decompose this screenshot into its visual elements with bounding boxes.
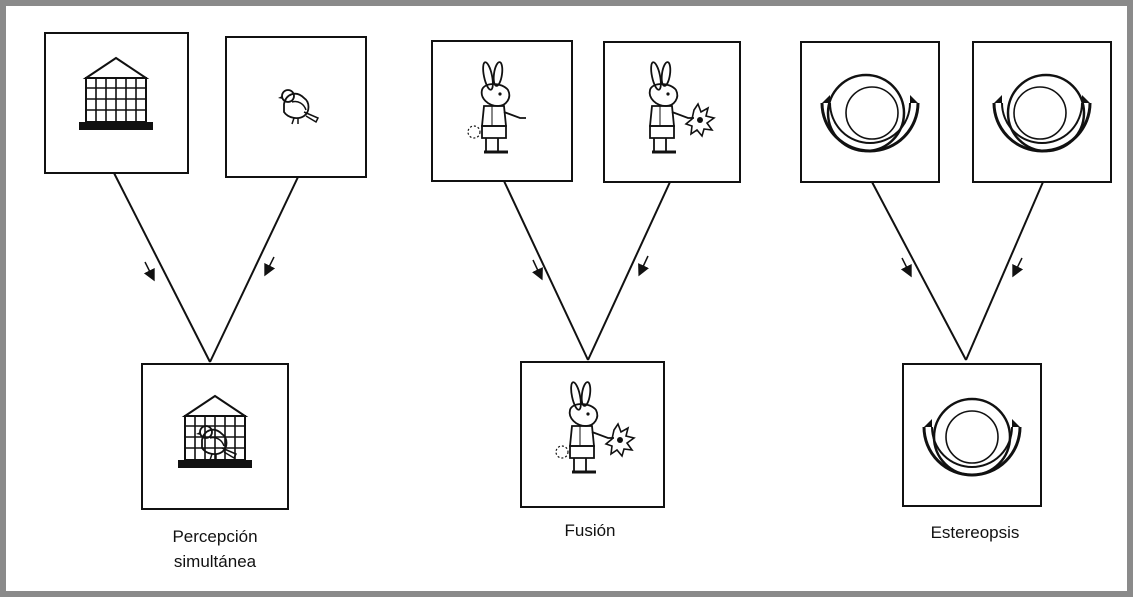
simultaneous-left-box — [44, 32, 189, 174]
bird-in-cage-icon — [177, 395, 253, 469]
stereopsis-right-arrow-icon — [1012, 257, 1024, 278]
flowers-icon — [685, 103, 715, 137]
bird-icon — [277, 89, 319, 125]
panel-fusion — [431, 40, 741, 508]
stereopsis-left-connector — [871, 181, 967, 361]
simultaneous-result-box — [141, 363, 289, 510]
rabbit-complete-icon — [567, 379, 616, 474]
caption-stereopsis: Estereopsis — [905, 520, 1045, 545]
ring-left-icon — [820, 73, 920, 153]
rabbit-with-tail-icon — [479, 59, 528, 154]
caption-simultaneous-line-1: Percepción — [172, 527, 258, 546]
caption-simultaneous: Percepción simultánea — [140, 524, 290, 574]
fusion-left-box — [431, 40, 573, 182]
stereopsis-right-connector — [965, 181, 1044, 361]
panel-simultaneous — [44, 32, 367, 510]
ring-fused-icon — [922, 397, 1022, 477]
simultaneous-left-arrow-icon — [143, 261, 155, 282]
fusion-left-arrow-icon — [532, 259, 543, 281]
ring-right-icon — [992, 73, 1092, 153]
caged-bird-icon — [195, 425, 237, 461]
fusion-right-arrow-icon — [638, 255, 649, 277]
caption-stereopsis-line-1: Estereopsis — [930, 523, 1020, 542]
panel-stereopsis — [800, 41, 1112, 507]
caption-fusion: Fusión — [530, 518, 650, 543]
stereopsis-left-arrow-icon — [900, 257, 912, 278]
stereopsis-left-box — [800, 41, 940, 183]
fusion-left-connector — [503, 180, 589, 361]
fusion-right-box — [603, 41, 741, 183]
fusion-result-box — [520, 361, 665, 508]
caption-simultaneous-line-2: simultánea — [173, 552, 257, 571]
fusion-right-connector — [587, 181, 671, 361]
rabbit-tail-icon — [467, 125, 481, 139]
rabbit-with-flowers-icon — [647, 59, 696, 154]
result-rabbit-tail-icon — [555, 445, 569, 459]
result-flowers-icon — [605, 423, 635, 457]
simultaneous-right-arrow-icon — [264, 256, 276, 277]
simultaneous-right-box — [225, 36, 367, 178]
simultaneous-left-connector — [113, 172, 211, 363]
cage-icon — [78, 57, 154, 131]
stereopsis-result-box — [902, 363, 1042, 507]
caption-fusion-line-1: Fusión — [564, 521, 616, 540]
simultaneous-right-connector — [209, 176, 299, 363]
